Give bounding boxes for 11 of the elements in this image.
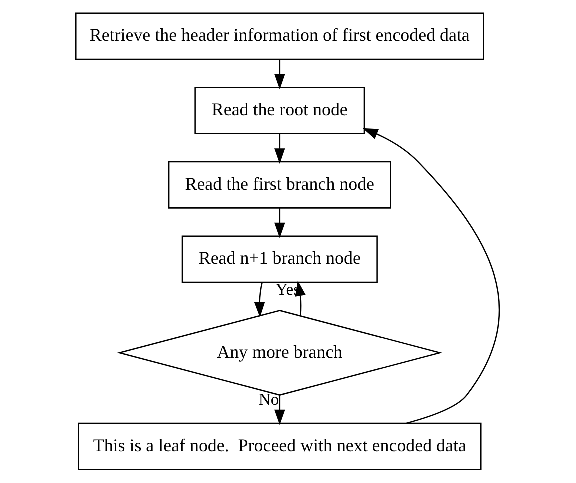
node-box: Read the root node — [194, 87, 366, 134]
node-box: Read n+1 branch node — [182, 236, 378, 284]
arrow — [274, 134, 286, 164]
arrow — [362, 128, 500, 424]
arrow — [254, 282, 266, 318]
arrow — [274, 60, 286, 90]
node-box: This is a leaf node. Proceed with next encoded data — [78, 422, 482, 470]
arrow — [274, 208, 286, 238]
arrow — [274, 396, 286, 426]
node-box: Read the first branch node — [168, 161, 392, 209]
node-box: Retrieve the header information of first encoded data — [75, 12, 484, 60]
